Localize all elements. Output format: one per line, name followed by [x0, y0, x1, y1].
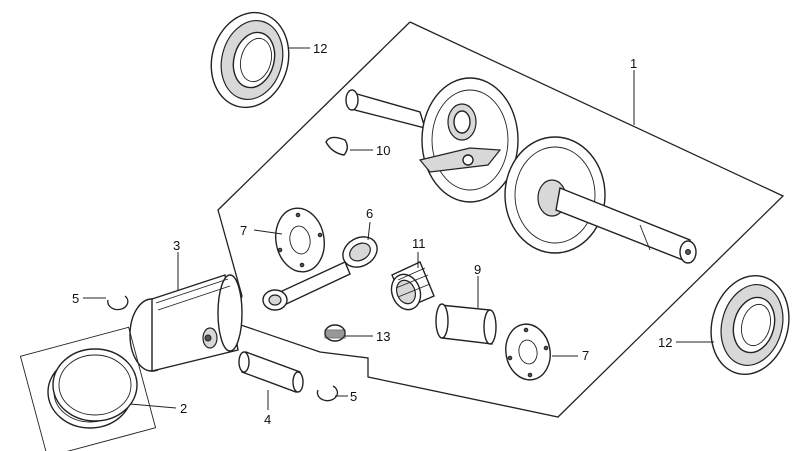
piston[interactable]	[129, 274, 243, 372]
small-end-needle-bearing[interactable]	[324, 324, 346, 342]
callout-12-right: 12	[658, 335, 672, 350]
big-end-needle-bearing[interactable]	[387, 261, 435, 314]
crank-pin[interactable]	[435, 303, 497, 345]
callout-2: 2	[180, 401, 187, 416]
callout-6: 6	[366, 206, 373, 221]
circlip-right[interactable]	[316, 385, 339, 402]
assembly-boundary	[217, 21, 785, 418]
piston-rings[interactable]	[19, 326, 157, 451]
thrust-washer-upper[interactable]	[271, 204, 329, 275]
connecting-rod[interactable]	[262, 231, 383, 311]
crankshaft-right-half[interactable]	[504, 136, 697, 264]
thrust-washer-lower[interactable]	[501, 321, 554, 384]
leader-lines	[83, 47, 714, 410]
callout-7-lower: 7	[582, 348, 589, 363]
callout-13: 13	[376, 329, 390, 344]
oil-seal-right[interactable]	[700, 267, 799, 383]
callout-4: 4	[264, 412, 271, 427]
callout-5-right: 5	[350, 389, 357, 404]
callout-11: 11	[412, 236, 426, 251]
callout-1: 1	[630, 56, 637, 71]
oil-seal-top[interactable]	[201, 4, 299, 116]
callout-7-upper: 7	[240, 223, 247, 238]
circlip-left[interactable]	[107, 295, 129, 311]
piston-pin[interactable]	[238, 351, 304, 393]
callout-10: 10	[376, 143, 390, 158]
callout-9: 9	[474, 262, 481, 277]
callout-3: 3	[173, 238, 180, 253]
callout-12-top: 12	[313, 41, 327, 56]
callout-5-left: 5	[72, 291, 79, 306]
crankshaft-left-half[interactable]	[345, 77, 519, 203]
woodruff-key[interactable]	[325, 136, 348, 156]
